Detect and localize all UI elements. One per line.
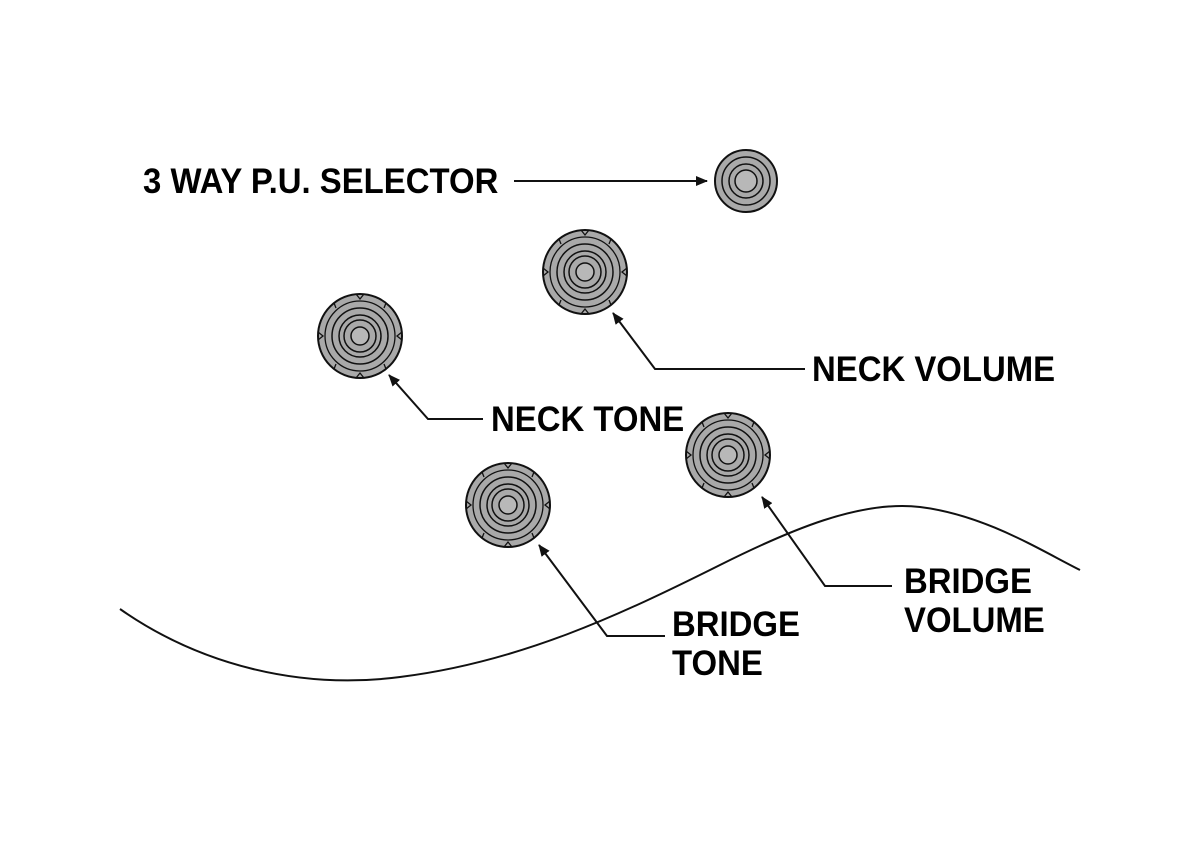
neck-tone-knob-icon [317, 293, 403, 379]
neck-volume-leader-line [612, 312, 805, 370]
neck-tone-label: NECK TONE [491, 400, 684, 439]
guitar-body-outline [119, 505, 1081, 682]
selector-label: 3 WAY P.U. SELECTOR [143, 162, 498, 201]
bridge-tone-knob-icon [465, 462, 551, 548]
bridge-volume-leader-line [761, 496, 892, 587]
neck-tone-leader-line [388, 374, 483, 420]
neck-volume-knob-icon [542, 229, 628, 315]
neck-volume-label: NECK VOLUME [812, 350, 1055, 389]
bridge-volume-label: BRIDGE VOLUME [904, 562, 1045, 640]
selector-label-line: 3 WAY P.U. SELECTOR [143, 162, 499, 201]
bridge-tone-label: BRIDGE TONE [672, 605, 800, 683]
bridge-tone-leader-line [538, 544, 665, 637]
bridge-volume-knob-icon [685, 412, 771, 498]
bridge-tone-label-line-2: TONE [672, 644, 763, 683]
neck-volume-label-line: NECK VOLUME [812, 350, 1056, 389]
neck-tone-label-line: NECK TONE [491, 400, 685, 439]
bridge-tone-label-line-1: BRIDGE [672, 605, 800, 644]
bridge-volume-label-line-2: VOLUME [904, 601, 1045, 640]
bridge-volume-label-line-1: BRIDGE [904, 562, 1032, 601]
pickup-selector-switch-icon [714, 149, 778, 213]
